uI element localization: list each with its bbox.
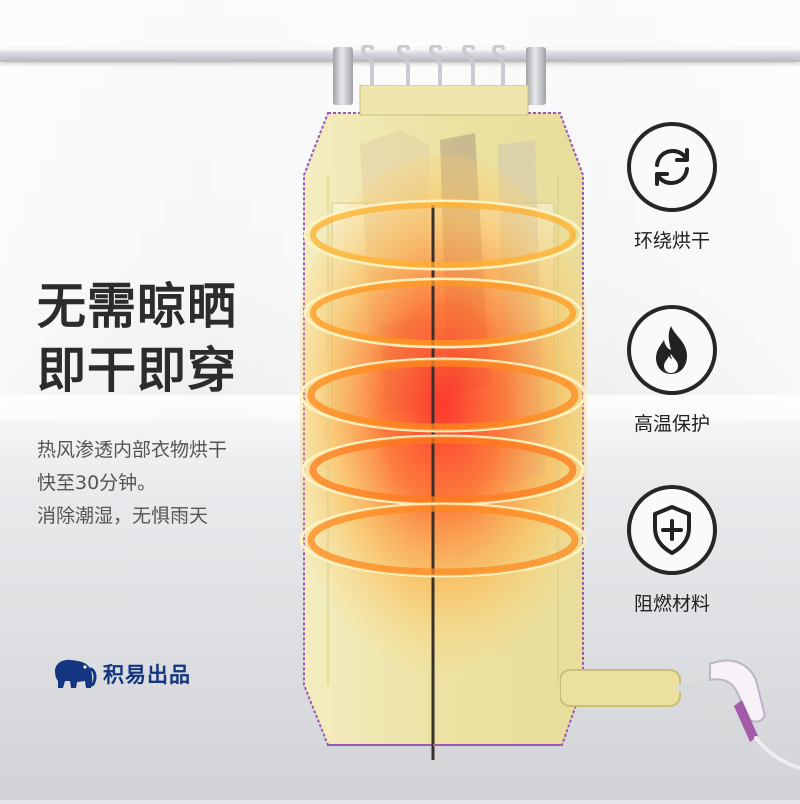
shield-plus-icon [653, 505, 691, 555]
elephant-icon [55, 659, 97, 688]
hanger-icon [396, 45, 410, 105]
description-line-3: 消除潮湿，无惧雨天 [37, 505, 209, 527]
feature-icon-circle [627, 305, 717, 395]
feature-label: 阻燃材料 [633, 593, 710, 615]
hanger-icon [428, 45, 442, 105]
feature-label: 环绕烘干 [633, 230, 710, 252]
feature-surround-drying: 环绕烘干 [620, 122, 724, 253]
brand-mark: 积易出品 [51, 657, 191, 691]
headline: 无需晾晒 即干即穿 [37, 275, 237, 403]
description-line-2: 快至30分钟。 [37, 472, 157, 494]
headline-line-1: 无需晾晒 [37, 278, 238, 335]
hanger-icon [360, 45, 374, 105]
feature-high-temp-protection: 高温保护 [620, 305, 724, 436]
feature-flame-retardant: 阻燃材料 [620, 485, 724, 616]
circulation-icon [655, 148, 689, 186]
wardrobe-dryer-cover [300, 85, 587, 760]
hanger-icon [461, 45, 475, 105]
flame-icon [656, 326, 687, 374]
hanger-icon [491, 45, 505, 105]
headline-line-2: 即干即穿 [37, 342, 238, 399]
rail-clip-left [333, 47, 353, 105]
feature-icon-circle [627, 122, 717, 212]
feature-label: 高温保护 [633, 413, 710, 435]
steamer-hose [559, 650, 800, 800]
brand-name: 积易出品 [103, 663, 191, 687]
rail-clip-right [526, 47, 546, 105]
feature-icon-circle [627, 485, 717, 575]
description-line-1: 热风渗透内部衣物烘干 [37, 439, 228, 461]
description: 热风渗透内部衣物烘干 快至30分钟。 消除潮湿，无惧雨天 [37, 434, 317, 533]
